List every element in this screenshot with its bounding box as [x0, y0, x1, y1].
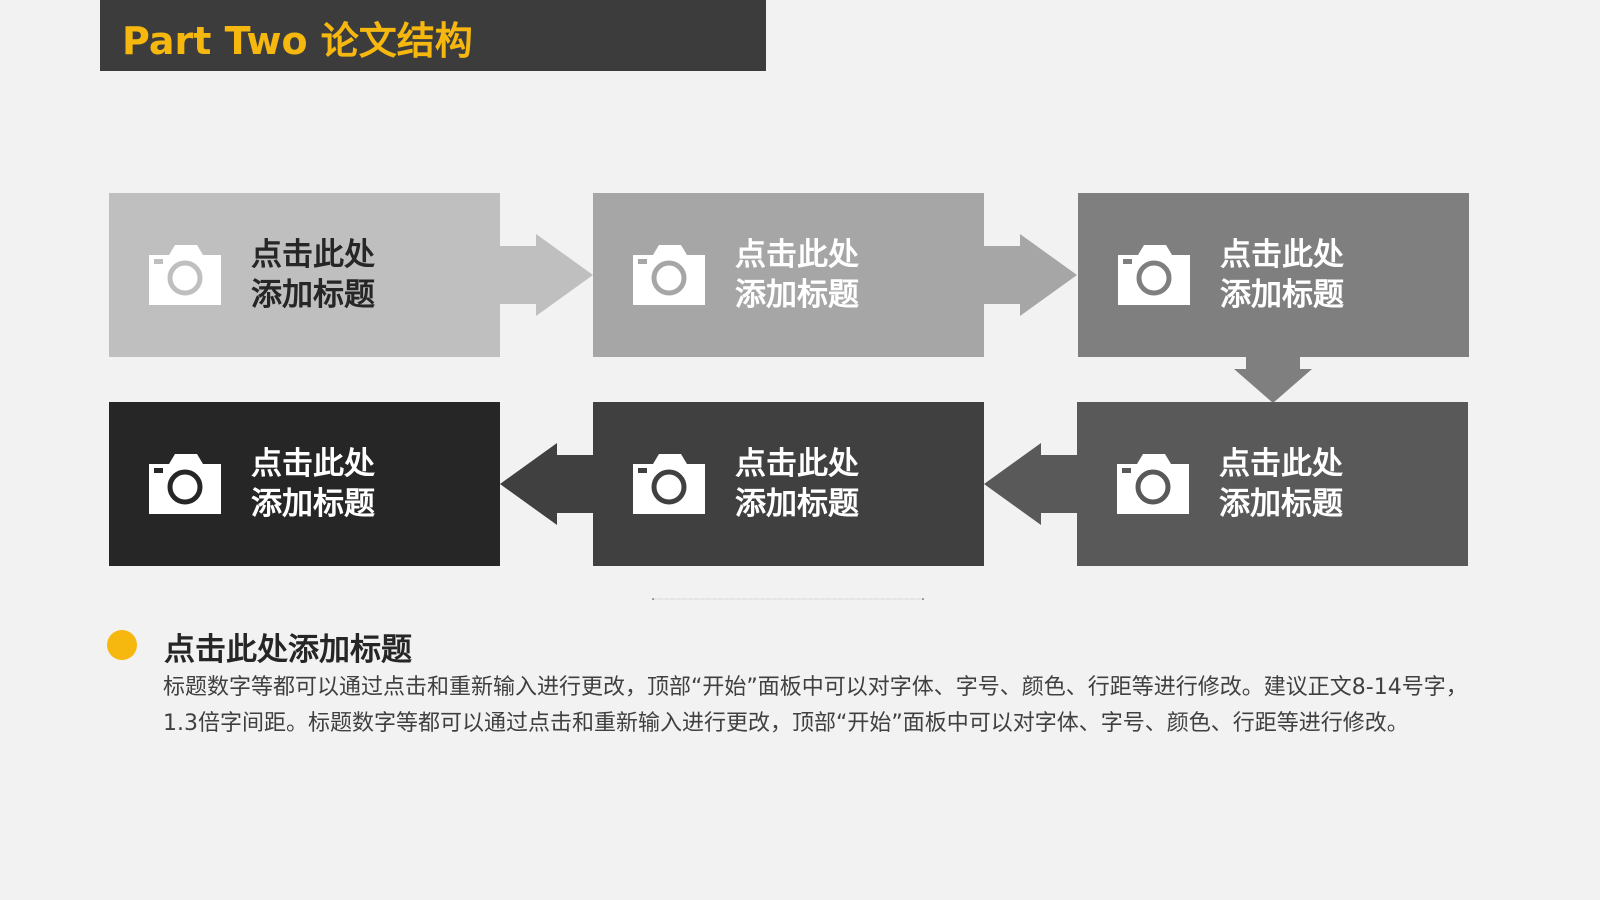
step-box-1[interactable]: 点击此处 添加标题: [109, 193, 500, 357]
arrow-right-icon: [500, 234, 593, 316]
step-box-4[interactable]: 点击此处 添加标题: [1077, 402, 1468, 566]
page-title: Part Two 论文结构: [122, 19, 473, 63]
section-body[interactable]: 标题数字等都可以通过点击和重新输入进行更改，顶部“开始”面板中可以对字体、字号、…: [163, 675, 1468, 736]
camera-icon: [633, 454, 705, 514]
bullet-dot: [107, 630, 137, 660]
step-box-5[interactable]: 点击此处 添加标题: [593, 402, 984, 566]
step-label: 点击此处 添加标题: [251, 237, 375, 313]
header-bar: Part Two 论文结构: [100, 0, 766, 71]
step-label: 点击此处 添加标题: [251, 446, 375, 522]
section-title[interactable]: 点击此处添加标题: [164, 632, 412, 668]
step-label: 点击此处 添加标题: [735, 446, 859, 522]
camera-icon: [1118, 245, 1190, 305]
camera-icon: [149, 245, 221, 305]
arrow-right-icon: [984, 234, 1077, 316]
camera-icon: [149, 454, 221, 514]
camera-icon: [633, 245, 705, 305]
step-label: 点击此处 添加标题: [1220, 237, 1344, 313]
arrow-left-icon: [984, 443, 1077, 525]
step-label: 点击此处 添加标题: [735, 237, 859, 313]
camera-icon: [1117, 454, 1189, 514]
step-box-6[interactable]: 点击此处 添加标题: [109, 402, 500, 566]
arrow-down-icon: [1234, 357, 1312, 403]
arrow-left-icon: [500, 443, 593, 525]
dotted-divider: [652, 598, 924, 600]
step-label: 点击此处 添加标题: [1219, 446, 1343, 522]
step-box-3[interactable]: 点击此处 添加标题: [1078, 193, 1469, 357]
step-box-2[interactable]: 点击此处 添加标题: [593, 193, 984, 357]
